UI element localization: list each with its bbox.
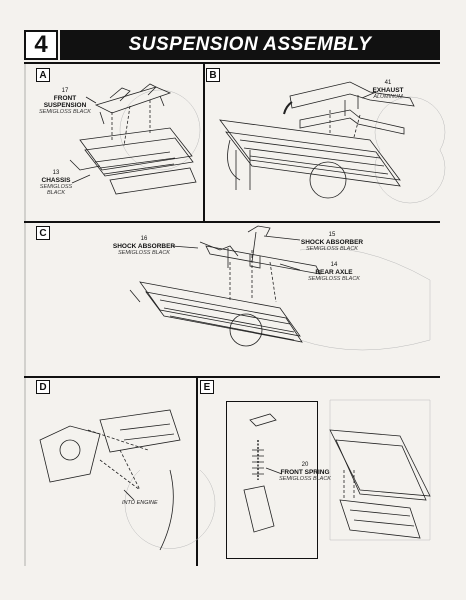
panel-label-b: B <box>206 68 220 82</box>
ghost-wheel-d <box>124 469 216 549</box>
chassis-part-b <box>219 101 401 199</box>
step-number: 4 <box>24 30 58 60</box>
part-finish: SEMIGLOSS BLACK <box>39 108 91 115</box>
leader-15 <box>263 235 301 241</box>
part-name: EXHAUST <box>372 86 404 94</box>
callout-exhaust: 41 EXHAUST ALUMINUM <box>368 80 408 100</box>
guide-lines-a <box>111 100 151 147</box>
part-name: SHOCK ABSORBER <box>112 242 176 250</box>
panel-label-c: C <box>36 226 50 240</box>
panel-label-e: E <box>200 380 214 394</box>
divider-a-b <box>203 62 205 222</box>
ghost-body-e <box>329 399 431 541</box>
front-spring-inset <box>226 401 318 559</box>
part-finish: SEMIGLOSS BLACK <box>118 249 170 256</box>
panel-label-d: D <box>36 380 50 394</box>
divider-top <box>24 62 440 64</box>
callout-front-suspension: 17 FRONT SUSPENSION SEMIGLOSS BLACK <box>34 88 96 115</box>
part-name: FRONT SUSPENSION <box>43 94 87 109</box>
part-finish: SEMIGLOSS BLACK <box>306 245 358 252</box>
divider-d-e <box>196 376 198 566</box>
into-engine-note: INTO ENGINE <box>122 500 158 506</box>
divider-row1 <box>24 221 440 223</box>
leader-into-engine <box>123 489 135 501</box>
shock-absorber-left-part <box>199 241 239 268</box>
part-name: CHASSIS <box>41 176 71 184</box>
divider-row2 <box>24 376 440 378</box>
ghost-wheel-a <box>119 89 201 171</box>
part-finish: ALUMINUM <box>373 93 403 100</box>
part-number: 16 <box>140 236 148 242</box>
part-finish: SEMIGLOSS BLACK <box>39 183 73 196</box>
guide-lines-b <box>329 110 361 138</box>
callout-chassis: 13 CHASSIS SEMIGLOSS BLACK <box>36 170 76 196</box>
chassis-part <box>69 127 197 195</box>
front-suspension-part <box>94 83 172 125</box>
front-suspension-detail-part <box>39 409 181 551</box>
frame-left <box>24 62 26 566</box>
part-name: REAR AXLE <box>315 268 353 276</box>
panel-label-a: A <box>36 68 50 82</box>
leader-14 <box>279 263 301 271</box>
shock-absorber-right-part <box>247 225 271 263</box>
callout-shock-absorber-16: 16 SHOCK ABSORBER SEMIGLOSS BLACK <box>112 236 176 256</box>
part-number: 41 <box>384 80 392 86</box>
guide-lines-e <box>343 470 355 500</box>
part-number: 17 <box>61 88 69 94</box>
chassis-part-e <box>329 429 431 539</box>
part-name: SHOCK ABSORBER <box>300 238 364 246</box>
part-finish: SEMIGLOSS BLACK <box>279 475 331 482</box>
chassis-part-c <box>129 281 303 347</box>
guide-lines-c <box>229 250 277 303</box>
part-finish: SEMIGLOSS BLACK <box>308 275 360 282</box>
part-number: 15 <box>328 232 336 238</box>
part-number: 20 <box>301 462 309 468</box>
callout-rear-axle: 14 REAR AXLE SEMIGLOSS BLACK <box>304 262 364 282</box>
part-number: 13 <box>52 170 60 176</box>
part-name: FRONT SPRING <box>280 468 330 476</box>
callout-shock-absorber-15: 15 SHOCK ABSORBER SEMIGLOSS BLACK <box>300 232 364 252</box>
callout-front-spring: 20 FRONT SPRING SEMIGLOSS BLACK <box>272 462 338 482</box>
ghost-wheel-b <box>374 96 446 204</box>
guide-lines-d <box>87 429 149 491</box>
page-title: SUSPENSION ASSEMBLY <box>60 30 440 60</box>
part-number: 14 <box>330 262 338 268</box>
